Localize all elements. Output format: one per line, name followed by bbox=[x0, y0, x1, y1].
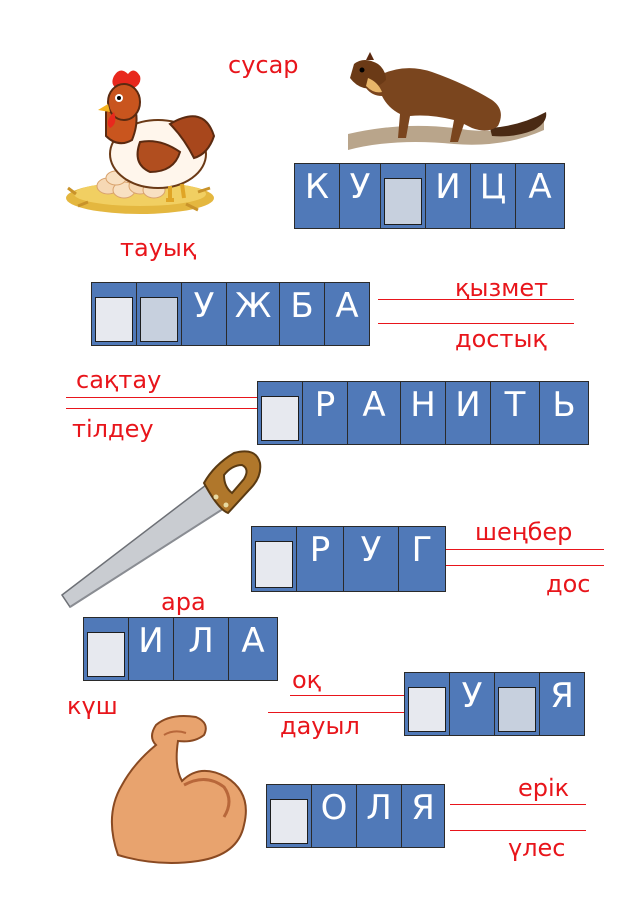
hint-line bbox=[446, 565, 604, 566]
marten-icon bbox=[348, 52, 547, 150]
letter-tile: Б bbox=[280, 283, 324, 345]
hint-line bbox=[66, 397, 262, 398]
letter-tile: Р bbox=[303, 382, 347, 444]
hint-word-keep: сақтау bbox=[76, 366, 162, 394]
letter-tile: И bbox=[129, 618, 173, 680]
arm-muscle-icon bbox=[110, 715, 247, 864]
letter-tile: Ж bbox=[227, 283, 279, 345]
letter-tile: Л bbox=[174, 618, 228, 680]
blank-letter-box[interactable] bbox=[495, 673, 539, 735]
blank-letter-box[interactable] bbox=[258, 382, 302, 444]
hint-line bbox=[450, 830, 586, 831]
hint-word-arrow: оқ bbox=[292, 666, 322, 694]
letter-tile: А bbox=[516, 164, 564, 228]
hint-line bbox=[268, 712, 408, 713]
letter-tile: Г bbox=[399, 527, 445, 591]
letter-tile: А bbox=[325, 283, 369, 345]
letter-tile: К bbox=[295, 164, 339, 228]
letter-tile: Н bbox=[401, 382, 445, 444]
blank-letter-box[interactable] bbox=[252, 527, 296, 591]
letter-strip-3: Р А Н И Т Ь bbox=[257, 381, 589, 445]
hen-icon bbox=[66, 70, 216, 214]
letter-tile: Я bbox=[540, 673, 584, 735]
hint-word-storm: дауыл bbox=[280, 712, 360, 740]
hint-word-friendship: достық bbox=[455, 325, 547, 353]
hint-word-circle: шеңбер bbox=[475, 518, 573, 546]
letter-strip-1: К У И Ц А bbox=[294, 163, 565, 229]
letter-tile: У bbox=[450, 673, 494, 735]
blank-letter-box[interactable] bbox=[84, 618, 128, 680]
letter-tile: Р bbox=[297, 527, 343, 591]
hint-word-strength: күш bbox=[67, 692, 118, 720]
letter-tile: У bbox=[344, 527, 398, 591]
hint-word-hen: тауық bbox=[120, 234, 197, 262]
letter-strip-4: Р У Г bbox=[251, 526, 446, 592]
hint-word-speak: тілдеу bbox=[72, 415, 154, 443]
hint-word-service: қызмет bbox=[455, 274, 549, 302]
letter-strip-5: И Л А bbox=[83, 617, 278, 681]
letter-tile: И bbox=[446, 382, 490, 444]
hint-line bbox=[450, 804, 586, 805]
letter-tile: Л bbox=[357, 785, 401, 847]
letter-tile: А bbox=[348, 382, 400, 444]
letter-tile: У bbox=[182, 283, 226, 345]
hint-line bbox=[66, 408, 262, 409]
letter-tile: Т bbox=[491, 382, 539, 444]
letter-tile: А bbox=[229, 618, 277, 680]
letter-strip-6: У Я bbox=[404, 672, 585, 736]
letter-tile: У bbox=[340, 164, 380, 228]
letter-strip-8: О Л Я bbox=[266, 784, 445, 848]
hint-word-share: үлес bbox=[508, 834, 566, 862]
hint-word-saw: ара bbox=[161, 588, 206, 616]
blank-letter-box[interactable] bbox=[405, 673, 449, 735]
letter-tile: Я bbox=[402, 785, 444, 847]
hint-line bbox=[378, 323, 574, 324]
hint-word-marten: сусар bbox=[228, 51, 299, 79]
hint-line bbox=[290, 695, 408, 696]
hint-word-will: ерік bbox=[518, 774, 570, 802]
letter-tile: Ь bbox=[540, 382, 588, 444]
letter-tile: О bbox=[312, 785, 356, 847]
blank-letter-box[interactable] bbox=[267, 785, 311, 847]
hint-line bbox=[378, 299, 574, 300]
letter-strip-2: У Ж Б А bbox=[91, 282, 370, 346]
hint-line bbox=[446, 549, 604, 550]
blank-letter-box[interactable] bbox=[381, 164, 425, 228]
letter-tile: И bbox=[426, 164, 470, 228]
blank-letter-box[interactable] bbox=[92, 283, 136, 345]
letter-tile: Ц bbox=[471, 164, 515, 228]
saw-icon bbox=[60, 450, 262, 609]
hint-word-friend: дос bbox=[546, 570, 591, 598]
blank-letter-box[interactable] bbox=[137, 283, 181, 345]
